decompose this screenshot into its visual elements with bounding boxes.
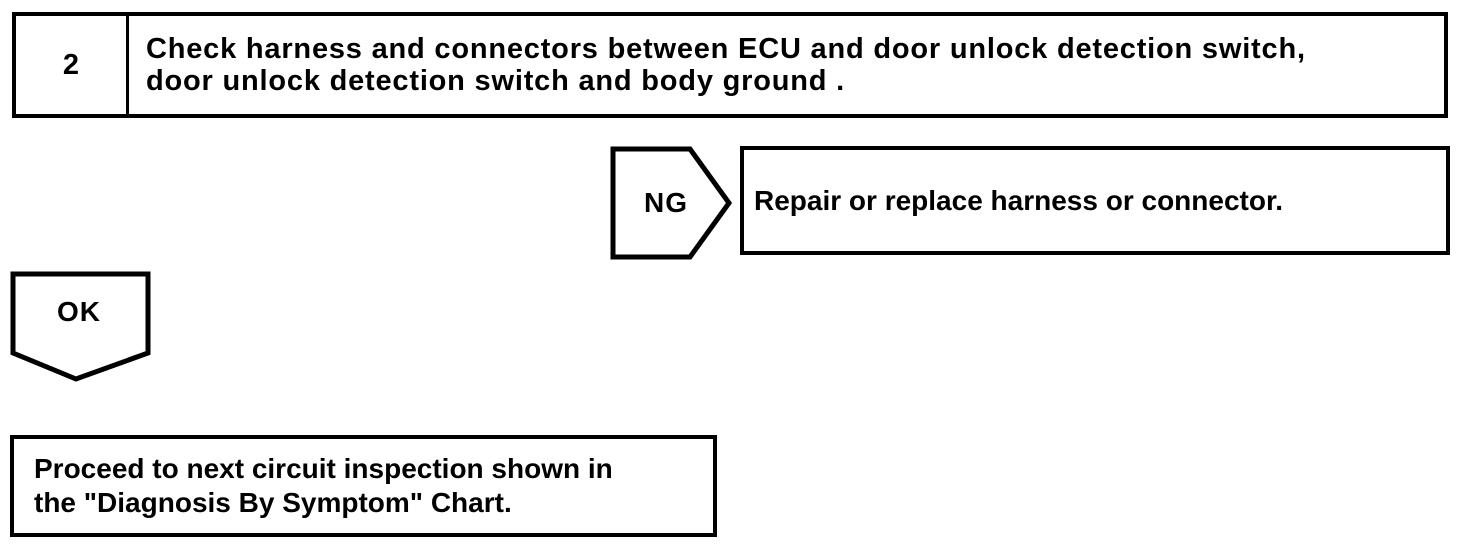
ok-label: OK (57, 296, 101, 327)
ng-action-box: Repair or replace harness or connector. (740, 146, 1450, 255)
ok-connector: OK (10, 271, 151, 384)
step-header-box: 2 Check harness and connectors between E… (12, 12, 1448, 118)
ng-label: NG (644, 187, 688, 218)
ng-arrow-right-icon (610, 146, 733, 260)
ok-action-box: Proceed to next circuit inspection shown… (10, 435, 717, 537)
ok-action-text: Proceed to next circuit inspection shown… (34, 453, 613, 518)
ok-arrow-down-icon (10, 271, 151, 382)
step-number: 2 (16, 16, 129, 114)
ng-action-text: Repair or replace harness or connector. (754, 184, 1284, 216)
step-instruction-text: Check harness and connectors between ECU… (146, 33, 1306, 97)
ng-connector: NG (610, 146, 734, 260)
